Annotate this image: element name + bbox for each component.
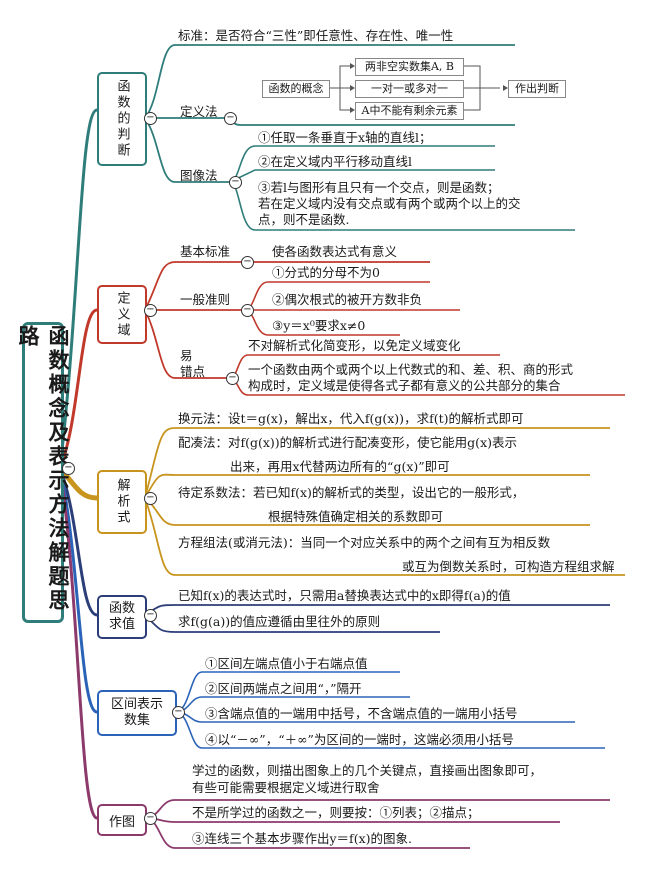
branch-analytic-label: 解析式 xyxy=(114,478,130,526)
graph-step-2: ②在定义域内平行移动直线l xyxy=(258,154,412,169)
analytic-fitting: 配凑法：对f(g(x))的解析式进行配凑变形，使它能用g(x)表示 xyxy=(178,435,517,450)
collapse-icon[interactable]: − xyxy=(144,304,157,317)
branch-graph-label: 作图 xyxy=(108,814,135,830)
analytic-equations: 方程组法(或消元法)：当同一个对应关系中的两个之间有互为相反数 xyxy=(178,535,551,550)
analytic-substitution: 换元法：设t＝g(x)，解出x，代入f(g(x))，求f(t)的解析式即可 xyxy=(178,411,524,426)
def-method-label: 定义法 xyxy=(180,104,218,119)
branch-domain[interactable]: 定义域 xyxy=(97,285,147,344)
collapse-icon[interactable]: − xyxy=(226,372,239,385)
collapse-icon[interactable]: − xyxy=(144,609,157,622)
graph-item-3: 不是所学过的函数之一，则要按：①列表；②描点； xyxy=(192,805,480,820)
flow-mapping: 一对一或多对一 xyxy=(355,80,464,98)
collapse-icon[interactable]: − xyxy=(224,112,237,125)
collapse-icon[interactable]: − xyxy=(172,706,185,719)
graph-item-1: 学过的函数，则描出图象上的几个关键点，直接画出图象即可， xyxy=(192,763,543,778)
interval-item-4: ④以“－∞”，“＋∞”为区间的一端时，这端必须用小括号 xyxy=(205,732,514,747)
root-node: 函数概念及表示方法解题思路 xyxy=(16,322,70,623)
branch-judge[interactable]: 函数的判断 xyxy=(97,72,147,166)
branch-interval-label: 区间表示数集 xyxy=(110,697,163,728)
collapse-icon[interactable]: − xyxy=(144,112,157,125)
collapse-icon[interactable]: − xyxy=(229,176,242,189)
collapse-icon[interactable]: − xyxy=(62,462,75,475)
analytic-undetermined-cont: 根据特殊值确定相关的系数即可 xyxy=(268,509,444,524)
domain-rule-3: ③y＝x⁰要求x≠0 xyxy=(272,318,366,333)
branch-analytic[interactable]: 解析式 xyxy=(97,470,147,534)
flow-no-leftover: A中不能有剩余元素 xyxy=(355,102,464,120)
graph-step-3: ③若l与图形有且只有一个交点，则是函数； xyxy=(258,180,500,195)
graph-step-3-cont: 若在定义域内没有交点或有两个或两个以上的交 xyxy=(258,196,521,211)
domain-rule-1: ①分式的分母不为0 xyxy=(272,265,380,280)
domain-pitfall-2: 一个函数由两个或两个以上代数式的和、差、积、商的形式 xyxy=(248,362,574,377)
branch-domain-label: 定义域 xyxy=(114,290,130,339)
judge-standard: 标准：是否符合“三性”即任意性、存在性、唯一性 xyxy=(178,28,454,43)
domain-pitfall-label-2: 错点 xyxy=(180,364,206,379)
domain-pitfall-label-1: 易 xyxy=(180,348,193,363)
flow-decide: 作出判断 xyxy=(508,80,566,98)
flow-concept: 函数的概念 xyxy=(262,80,330,98)
graph-method-label: 图像法 xyxy=(180,168,218,183)
analytic-undetermined: 待定系数法：若已知f(x)的解析式的类型，设出它的一般形式， xyxy=(178,485,525,500)
value-item-1: 已知f(x)的表达式时，只需用a替换表达式中的x即得f(a)的值 xyxy=(178,588,511,603)
collapse-icon[interactable]: − xyxy=(144,492,157,505)
interval-item-3: ③含端点值的一端用中括号，不含端点值的一端用小括号 xyxy=(205,706,518,721)
interval-item-1: ①区间左端点值小于右端点值 xyxy=(205,656,368,671)
graph-item-2: 有些可能需要根据定义域进行取舍 xyxy=(192,780,380,795)
collapse-icon[interactable]: − xyxy=(241,304,254,317)
flow-sets: 两非空实数集A, B xyxy=(355,58,464,76)
branch-graph[interactable]: 作图 xyxy=(97,804,147,836)
graph-step-1: ①任取一条垂直于x轴的直线l； xyxy=(258,130,432,145)
domain-pitfall-3: 构成时，定义域是使得各式子都有意义的公共部分的集合 xyxy=(248,378,561,393)
domain-basic-text: 使各函数表达式有意义 xyxy=(272,244,398,259)
domain-pitfall-1: 不对解析式化简变形，以免定义域变化 xyxy=(248,338,461,353)
analytic-fitting-cont: 出来，再用x代替两边所有的“g(x)”即可 xyxy=(230,459,450,474)
collapse-icon[interactable]: − xyxy=(241,256,254,269)
domain-general-label: 一般准则 xyxy=(180,292,231,307)
domain-rule-2: ②偶次根式的被开方数非负 xyxy=(272,292,423,307)
graph-item-4: ③连线三个基本步骤作出y＝f(x)的图象. xyxy=(192,831,412,846)
graph-step-3-end: 点，则不是函数. xyxy=(258,212,350,227)
branch-interval[interactable]: 区间表示数集 xyxy=(97,690,177,736)
collapse-icon[interactable]: − xyxy=(144,812,157,825)
branch-value-label: 函数求值 xyxy=(108,601,135,632)
branch-judge-label: 函数的判断 xyxy=(114,79,130,159)
domain-basic-label: 基本标准 xyxy=(180,244,231,259)
branch-value[interactable]: 函数求值 xyxy=(97,595,147,639)
value-item-2: 求f(g(a))的值应遵循由里往外的原则 xyxy=(178,614,381,629)
interval-item-2: ②区间两端点之间用“，”隔开 xyxy=(205,681,362,696)
analytic-equations-cont: 或互为倒数关系时，可构造方程组求解 xyxy=(402,559,615,574)
